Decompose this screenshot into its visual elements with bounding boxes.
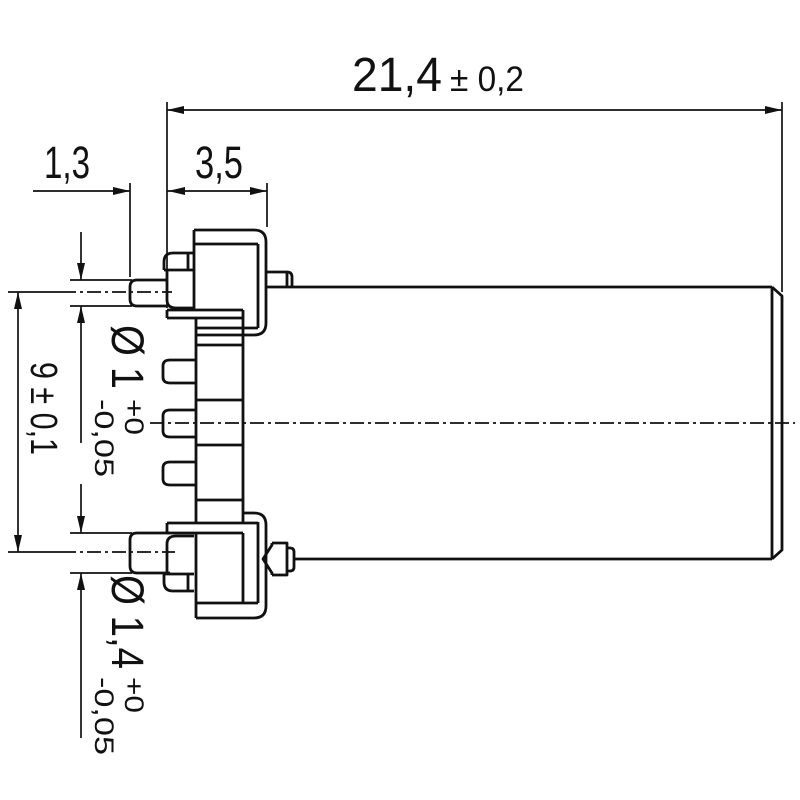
dim-dia-large-group: Ø 1,4 +0 -0,05 — [89, 575, 153, 755]
dim-tip-length: 1,3 — [44, 137, 90, 188]
screw-tip-lower — [261, 541, 296, 577]
dim-dia-large: Ø 1,4 — [102, 575, 153, 669]
dim-dia-small-tol-lower: -0,05 — [89, 399, 119, 477]
screw-head-lower — [162, 534, 194, 593]
dim-dia-small-group: Ø 1 +0 -0,05 — [89, 325, 153, 477]
dim-dia-large-tol-lower: -0,05 — [89, 677, 119, 755]
extension-lines — [8, 102, 783, 574]
contact-bottom — [161, 460, 196, 487]
arrowheads — [14, 106, 782, 590]
arrow-214-right — [765, 106, 782, 114]
contact-top — [161, 358, 196, 385]
arrow-9-bottom — [14, 535, 22, 552]
arrow-35-left — [168, 187, 185, 195]
dim-overall-length-tolerance: ± 0,2 — [450, 60, 524, 99]
dim-collar-length: 3,5 — [195, 137, 243, 188]
screw-head-upper — [162, 251, 194, 310]
connector-body — [62, 228, 795, 620]
arrow-d14-top — [77, 516, 85, 533]
pin-lower — [128, 531, 170, 575]
dimensioning: 21,4 ± 0,2 1,3 3,5 9 ± 0,1 Ø 1 +0 -0,05 … — [8, 49, 783, 755]
dim-dia-small: Ø 1 — [102, 325, 153, 389]
barrel — [266, 285, 784, 561]
arrow-d14-bottom — [77, 573, 85, 590]
arrow-35-right — [250, 187, 267, 195]
dim-contact-spacing-group: 9 ± 0,1 — [22, 362, 64, 455]
arrow-13-right — [113, 187, 130, 195]
dim-overall-length: 21,4 — [352, 49, 442, 102]
arrow-214-left — [167, 106, 184, 114]
dim-contact-spacing: 9 ± 0,1 — [22, 362, 64, 455]
pin-upper — [128, 278, 167, 308]
dimension-lines — [17, 109, 782, 738]
screw-tip-upper — [266, 270, 294, 287]
dim-dia-large-tol-upper: +0 — [119, 677, 149, 713]
arrow-9-top — [14, 292, 22, 309]
arrow-d1-bottom — [77, 306, 85, 323]
dim-dia-small-tol-upper: +0 — [119, 399, 149, 435]
arrow-d1-top — [77, 263, 85, 280]
flange-lower — [194, 511, 268, 620]
insulator — [165, 308, 258, 535]
